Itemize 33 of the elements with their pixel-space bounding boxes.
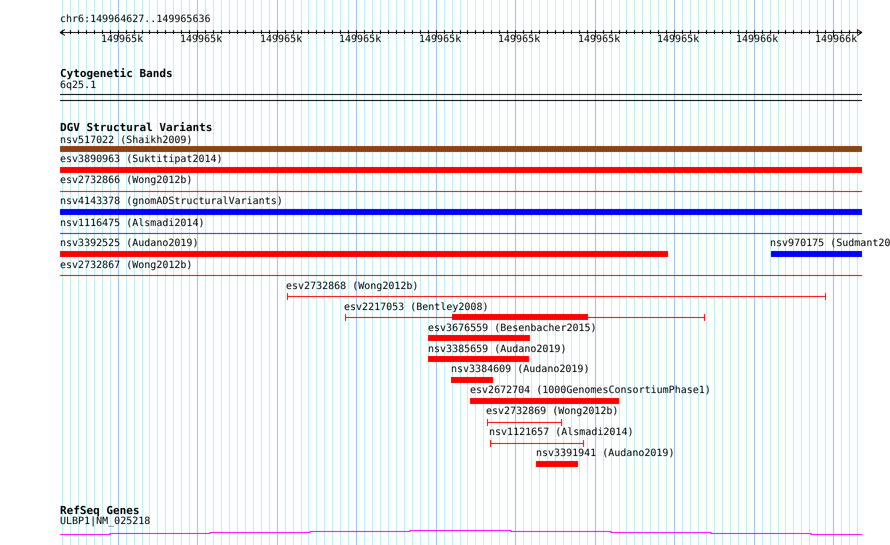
tick-label: 149965k (657, 34, 700, 46)
variant-label: nsv970175 (Sudmant20 (770, 238, 890, 250)
tick-label: 149965k (101, 34, 144, 46)
variant-label: esv2732869 (Wong2012b) (486, 406, 618, 418)
track-title: Cytogenetic Bands (60, 68, 173, 80)
variant-label: esv3890963 (Suktitipat2014) (60, 154, 223, 166)
tick-label: 149965k (180, 34, 222, 46)
variant-label: nsv3391941 (Audano2019) (536, 448, 674, 460)
track-title: DGV Structural Variants (60, 122, 212, 134)
variant-label: esv3676559 (Besenbacher2015) (428, 323, 597, 335)
tick-label: 149965k (578, 34, 620, 46)
coordinate-label: chr6:149964627..149965636 (60, 14, 211, 26)
variant-label: nsv3392525 (Audano2019) (60, 238, 198, 250)
variant-label: esv2732866 (Wong2012b) (60, 175, 192, 187)
variant-label: nsv1121657 (Alsmadi2014) (489, 427, 634, 439)
variant-label: esv2672704 (1000GenomesConsortiumPhase1) (470, 385, 711, 397)
variant-label: nsv1116475 (Alsmadi2014) (60, 218, 204, 230)
tick-label: 149965k (260, 34, 302, 46)
tick-label: 149965k (498, 34, 540, 46)
band-label: 6q25.1 (60, 80, 96, 92)
variant-label: esv2732867 (Wong2012b) (60, 260, 192, 272)
variant-label: esv2732868 (Wong2012b) (286, 281, 418, 293)
tick-label: 149965k (339, 34, 382, 46)
variant-label: nsv3385659 (Audano2019) (428, 344, 566, 356)
variant-label: nsv3384609 (Audano2019) (451, 364, 590, 376)
variant-label: nsv517022 (Shaikh2009) (60, 135, 192, 147)
variant-label: nsv4143378 (gnomADStructuralVariants) (60, 196, 283, 208)
tick-label: 149965k (419, 34, 462, 46)
variant-label: esv2217053 (Bentley2008) (344, 302, 488, 314)
track-title: RefSeq Genes (60, 505, 140, 517)
tick-label: 149966k (815, 34, 858, 46)
gene-label: ULBP1|NM_025218 (60, 516, 150, 528)
tick-label: 149966k (736, 34, 778, 46)
